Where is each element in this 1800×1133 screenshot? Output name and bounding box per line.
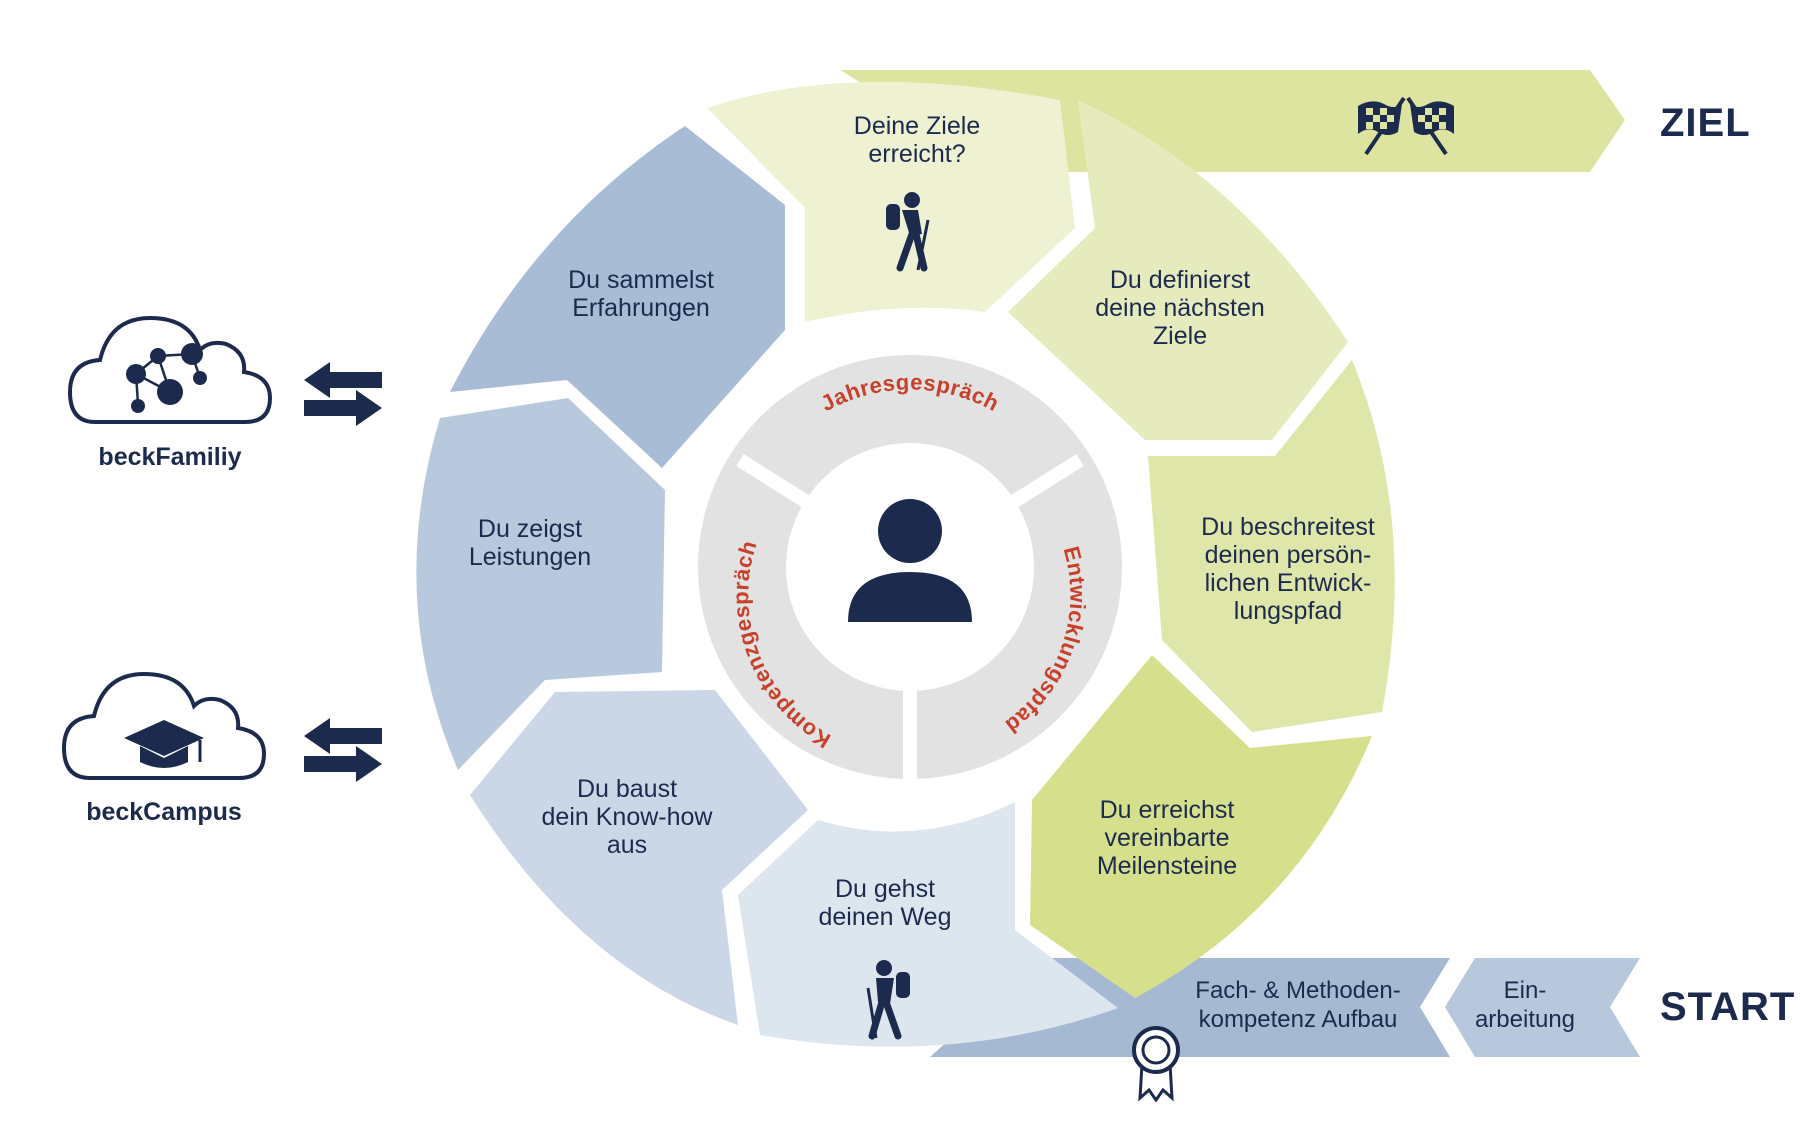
- step-walk-path-line-3: lichen Entwick-: [1205, 569, 1372, 597]
- checkered-flags-icon: [1358, 96, 1454, 156]
- beckcampus-platform: beckCampus: [61, 671, 382, 826]
- hiker-icon: [866, 960, 910, 1040]
- step-define-goals-line-2: deine nächsten: [1095, 294, 1265, 322]
- start-stage-1-line-2: kompetenz Aufbau: [1199, 1006, 1398, 1033]
- step-define-goals: Du definierst deine nächsten Ziele: [1095, 266, 1265, 350]
- step-knowhow-line-2: dein Know-how: [542, 803, 714, 831]
- step-performance-line-1: Du zeigst: [478, 515, 582, 543]
- cloud-network-icon: [67, 315, 273, 424]
- step-knowhow-line-3: aus: [607, 831, 647, 859]
- exchange-arrows-icon: [304, 362, 382, 426]
- step-milestones: Du erreichst vereinbarte Meilensteine: [1097, 796, 1237, 880]
- goal-label: ZIEL: [1660, 101, 1751, 145]
- award-ribbon-icon: [1132, 1026, 1180, 1103]
- segment-define-goals: [1008, 100, 1348, 440]
- step-knowhow-line-1: Du baust: [577, 775, 677, 803]
- step-experience-line-2: Erfahrungen: [572, 294, 710, 322]
- segment-knowhow: [470, 690, 808, 1025]
- step-goals-reached: Deine Ziele erreicht?: [854, 112, 980, 168]
- start-stage-2-line-1: Ein-: [1504, 977, 1547, 1004]
- step-performance: Du zeigst Leistungen: [469, 515, 591, 571]
- step-walk-path-line-4: lungspfad: [1234, 597, 1342, 625]
- step-your-way-line-2: deinen Weg: [819, 903, 952, 931]
- start-stage-2-line-2: arbeitung: [1475, 1006, 1575, 1033]
- inner-ring: [698, 355, 1122, 790]
- segment-experience: [450, 126, 785, 468]
- person-icon: [848, 499, 972, 622]
- segment-goals-reached: [707, 81, 1075, 322]
- segment-walk-path: [1148, 360, 1395, 732]
- segment-performance: [416, 398, 665, 770]
- outer-ring: [416, 81, 1395, 1047]
- step-milestones-line-3: Meilensteine: [1097, 852, 1237, 880]
- step-milestones-line-1: Du erreichst: [1100, 796, 1235, 824]
- segment-milestones: [1030, 655, 1372, 998]
- step-milestones-line-2: vereinbarte: [1104, 824, 1229, 852]
- start-stage-1-line-1: Fach- & Methoden-: [1195, 977, 1400, 1004]
- beckfamily-label: beckFamiliy: [98, 443, 241, 471]
- step-goals-reached-line-2: erreicht?: [868, 140, 965, 168]
- step-your-way-line-1: Du gehst: [835, 875, 935, 903]
- step-define-goals-line-1: Du definierst: [1110, 266, 1250, 294]
- hiker-icon: [886, 192, 930, 272]
- step-walk-path: Du beschreitest deinen persön- lichen En…: [1201, 513, 1375, 625]
- step-experience-line-1: Du sammelst: [568, 266, 714, 294]
- cloud-graduation-cap-icon: [61, 671, 267, 780]
- step-performance-line-2: Leistungen: [469, 543, 591, 571]
- start-label: START: [1660, 985, 1795, 1029]
- segment-your-way: [738, 802, 1118, 1047]
- step-experience: Du sammelst Erfahrungen: [568, 266, 714, 322]
- beckcampus-label: beckCampus: [86, 798, 242, 826]
- step-walk-path-line-2: deinen persön-: [1205, 541, 1372, 569]
- step-knowhow: Du baust dein Know-how aus: [542, 775, 714, 859]
- step-define-goals-line-3: Ziele: [1153, 322, 1207, 350]
- step-goals-reached-line-1: Deine Ziele: [854, 112, 980, 140]
- beckfamily-platform: beckFamiliy: [67, 315, 382, 471]
- exchange-arrows-icon: [304, 718, 382, 782]
- step-walk-path-line-1: Du beschreitest: [1201, 513, 1375, 541]
- step-your-way: Du gehst deinen Weg: [819, 875, 952, 931]
